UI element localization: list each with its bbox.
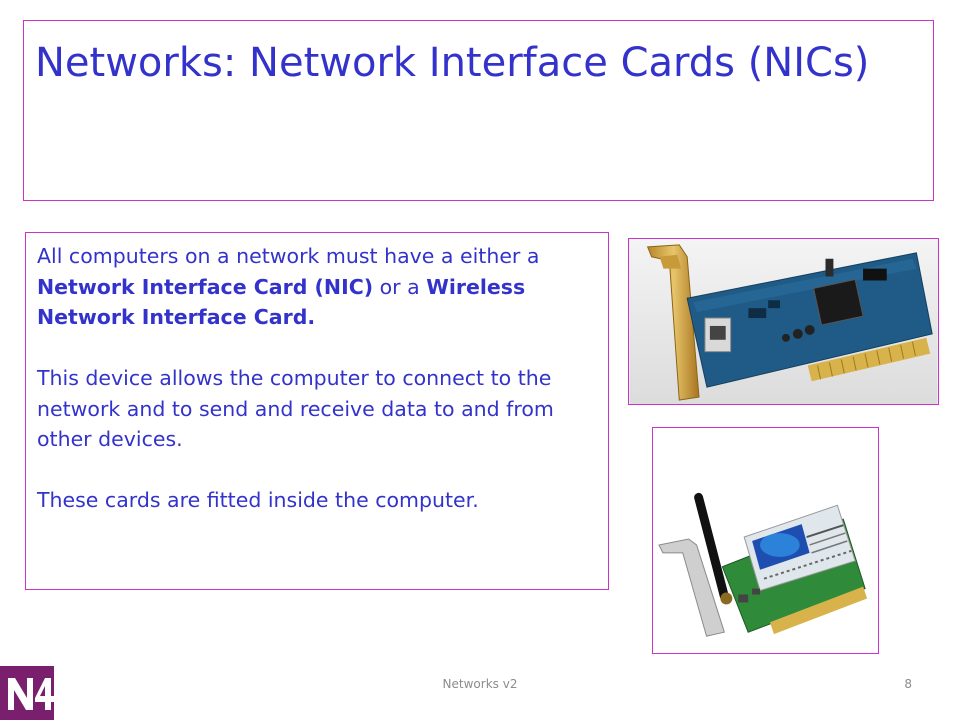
body-text: All computers on a network must have a e… [37, 241, 600, 516]
page-number: 8 [904, 677, 912, 691]
paragraph-location: These cards are fitted inside the comput… [37, 488, 479, 512]
term-wireless-nic: Wireless Network Interface Card. [37, 274, 526, 330]
n4-logo [0, 666, 54, 720]
title-box: Networks: Network Interface Cards (NICs) [23, 20, 934, 201]
footer-title: Networks v2 [442, 677, 518, 691]
paragraph-function: This device allows the computer to conne… [37, 366, 554, 451]
paragraph-1-text-a: All computers on a network must have a e… [37, 244, 540, 268]
paragraph-1-text-b: or a [373, 274, 427, 299]
slide-title: Networks: Network Interface Cards (NICs) [35, 40, 870, 86]
wireless-nic-illustration [653, 428, 878, 653]
wired-nic-illustration [629, 239, 938, 404]
n4-logo-mark [0, 666, 54, 720]
body-text-box: All computers on a network must have a e… [25, 232, 609, 590]
term-nic: Network Interface Card (NIC) [37, 274, 374, 299]
paragraph-requirement: All computers on a network must have a e… [37, 241, 600, 333]
wired-nic-photo [628, 238, 939, 405]
wireless-nic-photo [652, 427, 879, 654]
